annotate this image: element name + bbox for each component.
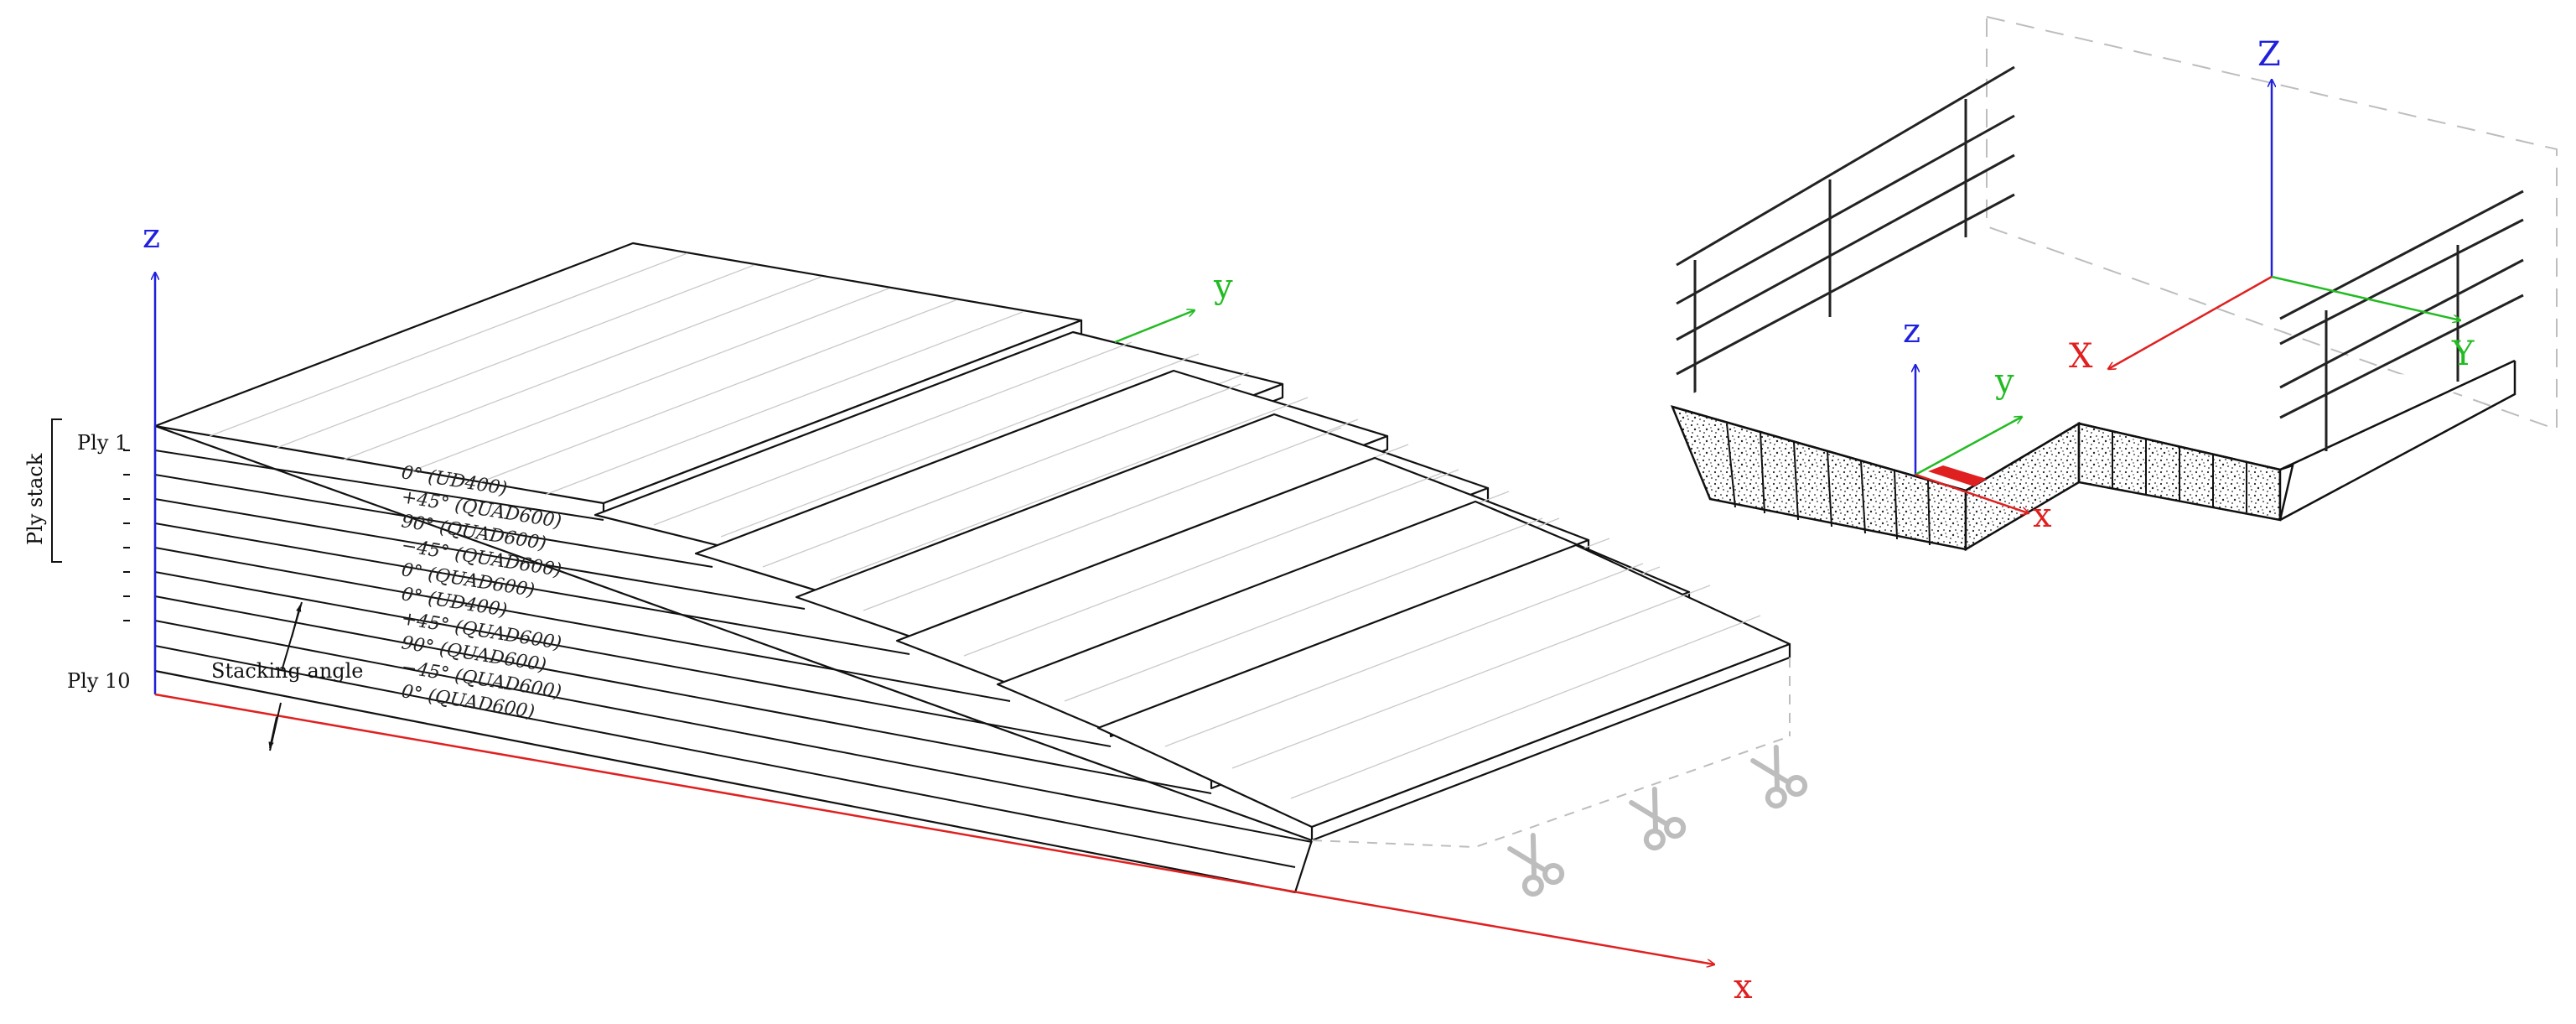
deck-section [1670, 359, 2516, 552]
scissors-icon [1747, 744, 1808, 809]
stacking-angle-label: Stacking angle [211, 659, 364, 683]
deck-diagram: Z X Y z y x [1670, 15, 2558, 552]
railing-near [2279, 190, 2524, 451]
ply-stack-label: Ply stack [23, 453, 47, 545]
global-y-label: Y [2451, 335, 2475, 373]
laminate-axes: z x y [143, 217, 1753, 1006]
local-y-axis [1915, 417, 2022, 476]
global-z-label: Z [2257, 35, 2281, 74]
railing-far [1676, 65, 2015, 397]
local-axes: z y x [1903, 312, 2052, 535]
x-axis [154, 693, 1714, 964]
local-y-label: y [1994, 362, 2014, 401]
ply-labels: 0° (UD400) +45° (QUAD600) 90° (QUAD600) … [400, 462, 563, 723]
ply-layer-lines [154, 450, 1313, 868]
ply-top-label: Ply 1 [77, 431, 127, 455]
ply-bottom-label: Ply 10 [67, 669, 131, 693]
ply-stack-bracket [51, 418, 62, 563]
y-axis [1114, 310, 1195, 344]
x-axis-label: x [1734, 968, 1753, 1006]
stacking-angle-annotation: Stacking angle [211, 601, 364, 751]
global-axes: Z X Y [2069, 35, 2475, 376]
scissors-icon [1625, 786, 1687, 851]
local-z-label: z [1903, 312, 1920, 351]
global-plane [1986, 15, 2558, 431]
local-x-label: x [2033, 496, 2052, 535]
ply-ticks [123, 450, 130, 621]
global-x-axis [2108, 275, 2273, 369]
z-axis-label: z [143, 217, 160, 256]
global-y-axis [2271, 275, 2460, 320]
global-x-label: X [2069, 337, 2093, 376]
laminate-diagram: 0° (UD400) +45° (QUAD600) 90° (QUAD600) … [23, 217, 1808, 1006]
cut-line [1311, 658, 1808, 897]
local-x-axis [1915, 473, 2029, 513]
y-axis-label: y [1213, 268, 1233, 306]
scissors-icon [1504, 832, 1565, 897]
